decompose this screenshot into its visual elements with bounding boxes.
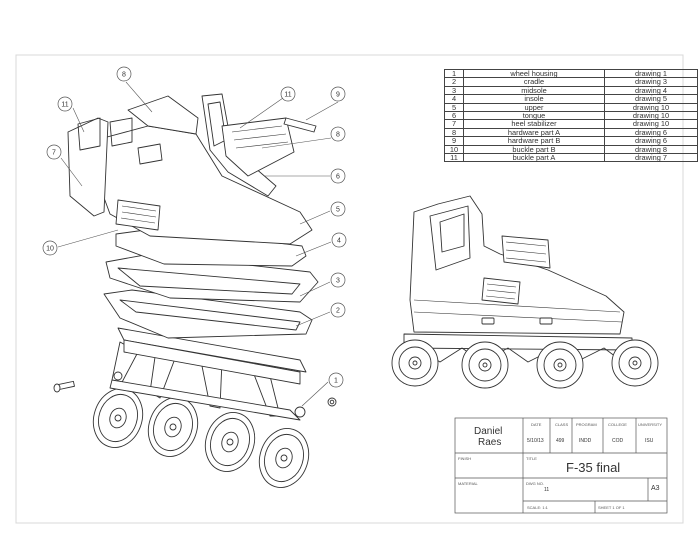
balloon-label: 10 (46, 246, 54, 253)
balloon-8b (330, 126, 346, 142)
material-label: MATERIAL (458, 481, 478, 486)
boot-shell (409, 195, 625, 335)
date-value: 5/10/13 (527, 438, 544, 444)
wheel-1 (92, 388, 144, 448)
header-university: UNIVERSITY (638, 422, 663, 427)
balloon-6 (330, 168, 346, 184)
title-label: TITLE (526, 456, 537, 461)
balloon-label: 4 (337, 238, 341, 245)
balloon-4 (331, 232, 347, 248)
assembled-buckle (481, 277, 521, 305)
hardware-part-a (221, 117, 295, 177)
sheet-size: A3 (651, 485, 660, 492)
program-value: INDD (579, 438, 592, 444)
assembled-hardware (501, 235, 551, 269)
balloon-label: 6 (336, 174, 340, 181)
balloon-7 (46, 144, 62, 160)
wheel-2 (147, 397, 199, 457)
balloon-label: 7 (52, 150, 56, 157)
balloon-label: 2 (336, 308, 340, 315)
assembled-wheel-4 (611, 339, 659, 387)
college-value: COD (612, 438, 624, 444)
university-value: ISU (645, 438, 654, 444)
balloon-label: 11 (61, 102, 68, 109)
buckle-part-b (115, 199, 161, 231)
drawing-title: F-35 final (566, 460, 621, 475)
balloon-label: 3 (336, 278, 340, 285)
balloon-labels: 1 2 3 4 5 6 7 8 9 10 11 11 8 (46, 72, 341, 385)
wheel-housing (109, 327, 307, 421)
wheel-3 (204, 412, 256, 472)
balloon-11b (280, 86, 296, 102)
balloon-11a (57, 96, 73, 112)
balloon-label: 11 (284, 92, 291, 99)
author-first-name: Daniel (474, 426, 503, 437)
assembled-wheel-2 (461, 341, 509, 389)
header-college: COLLEGE (608, 422, 627, 427)
leader-lines (57, 81, 339, 407)
sheet-label: SHEET 1 OF 1 (598, 505, 625, 510)
balloon-10 (42, 240, 58, 256)
hardware-part-b (283, 117, 317, 133)
header-class: CLASS (555, 422, 569, 427)
balloon-label: 8 (336, 132, 340, 139)
balloon-label: 8 (122, 72, 126, 79)
author-last-name: Raes (478, 437, 502, 448)
balloon-5 (330, 201, 346, 217)
finish-label: FINISH (458, 456, 472, 461)
class-value: 499 (556, 438, 565, 444)
balloon-9 (330, 86, 346, 102)
balloon-label: 5 (336, 207, 340, 214)
balloon-3 (330, 272, 346, 288)
balloon-2 (330, 302, 346, 318)
assembled-view (391, 195, 659, 389)
balloon-8a (116, 66, 132, 82)
assembled-wheel-1 (391, 339, 439, 387)
assembled-frame (403, 333, 633, 351)
title-block (454, 417, 668, 514)
dwg-no-value: 11 (544, 487, 550, 493)
scale-label: SCALE: 1:1 (527, 505, 548, 510)
balloon-label: 9 (336, 92, 340, 99)
axle-nut (327, 397, 337, 407)
axle-screw (53, 380, 75, 393)
exploded-view (53, 93, 337, 488)
balloons (42, 66, 347, 388)
heel-stabilizer (67, 117, 109, 217)
sheet-border (15, 54, 684, 524)
dwg-no-label: DWG NO. (526, 481, 544, 486)
balloon-1 (328, 372, 344, 388)
header-date: DATE (531, 422, 542, 427)
wheel-4 (258, 428, 310, 488)
assembled-wheel-3 (536, 341, 584, 389)
balloon-label: 1 (334, 378, 338, 385)
header-program: PROGRAM (576, 422, 597, 427)
